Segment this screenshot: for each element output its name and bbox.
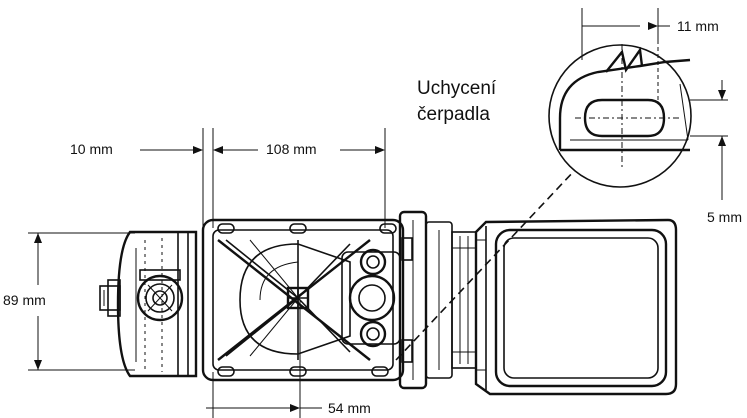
dimension-label-detail-top: 11 mm <box>677 18 719 34</box>
dimension-label-detail-right: 5 mm <box>707 209 742 225</box>
mounting-bracket <box>201 218 405 382</box>
detail-magnifier <box>548 40 692 188</box>
callout-title-line1: Uchycení <box>417 78 497 99</box>
callout-title-line2: čerpadla <box>417 104 490 125</box>
dimension-bottom: 54 mm <box>206 300 371 418</box>
junction-box <box>474 218 678 396</box>
dimension-detail-top: 11 mm <box>581 8 719 60</box>
pump-motor <box>99 230 198 378</box>
dimension-label-height: 89 mm <box>3 292 46 308</box>
dimension-label-top-left: 10 mm <box>70 141 113 157</box>
dimension-top: 10 mm 108 mm <box>70 128 386 228</box>
dimension-label-bottom: 54 mm <box>328 400 371 416</box>
dimension-label-top-mid: 108 mm <box>266 141 317 157</box>
dimension-height: 89 mm <box>3 232 135 371</box>
dimension-detail-right: 5 mm <box>690 80 742 225</box>
flange-connector <box>398 210 477 390</box>
